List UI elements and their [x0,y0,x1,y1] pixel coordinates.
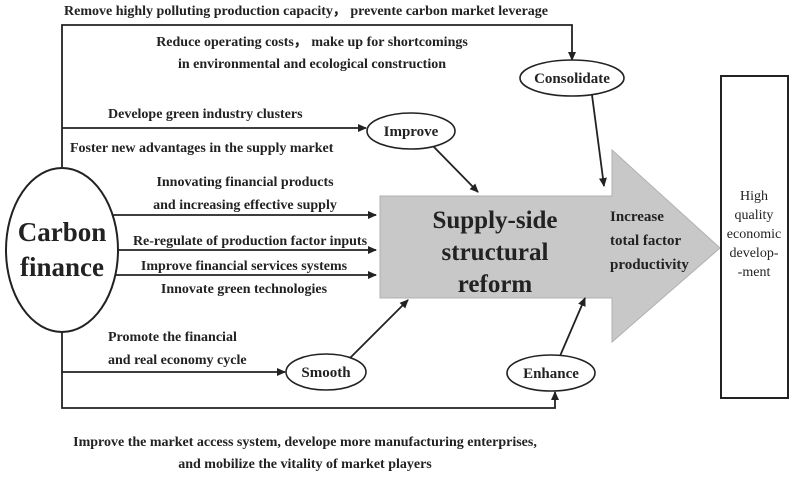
outcome-line3: economic [727,227,781,242]
enhance-label: Enhance [523,366,579,382]
label-reduce-costs-2: in environmental and ecological construc… [178,57,446,72]
label-market-access-1: Improve the market access system, develo… [73,435,537,450]
productivity-line1: Increase [610,209,664,225]
label-remove-polluting: Remove highly polluting production capac… [64,4,548,19]
label-innovating-products-1: Innovating financial products [156,175,334,190]
label-reregulate-inputs: Re-regulate of production factor inputs [133,234,368,249]
outcome-line2: quality [735,208,774,223]
reform-line1: Supply-side [432,207,557,234]
carbon-finance-line1: Carbon [18,217,107,247]
productivity-line2: total factor [610,233,682,249]
label-reduce-costs-1: Reduce operating costs， make up for shor… [156,35,468,50]
label-innovate-green: Innovate green technologies [161,282,328,297]
reform-line2: structural [442,239,549,266]
improve-label: Improve [384,124,439,140]
smooth-label: Smooth [301,365,351,381]
outcome-box [720,75,789,399]
label-improve-financial-services: Improve financial services systems [141,259,348,274]
carbon-finance-node [5,167,119,333]
enhance-node [506,354,596,392]
label-promote-cycle-1: Promote the financial [108,330,237,345]
label-innovating-products-2: and increasing effective supply [153,198,337,213]
smooth-node [285,353,367,391]
carbon-finance-line2: finance [20,252,104,282]
outcome-line5: -ment [738,265,771,280]
consolidate-node [519,59,625,97]
reform-line3: reform [458,271,533,298]
productivity-line3: productivity [610,257,689,273]
improve-node [366,112,456,150]
outcome-line1: High [740,189,768,204]
label-market-access-2: and mobilize the vitality of market play… [178,457,432,472]
label-promote-cycle-2: and real economy cycle [108,353,247,368]
label-develope-clusters: Develope green industry clusters [108,107,303,122]
reform-arrow [379,148,721,344]
label-foster-advantages: Foster new advantages in the supply mark… [70,141,334,156]
consolidate-label: Consolidate [534,71,610,87]
outcome-line4: develop- [730,246,779,261]
